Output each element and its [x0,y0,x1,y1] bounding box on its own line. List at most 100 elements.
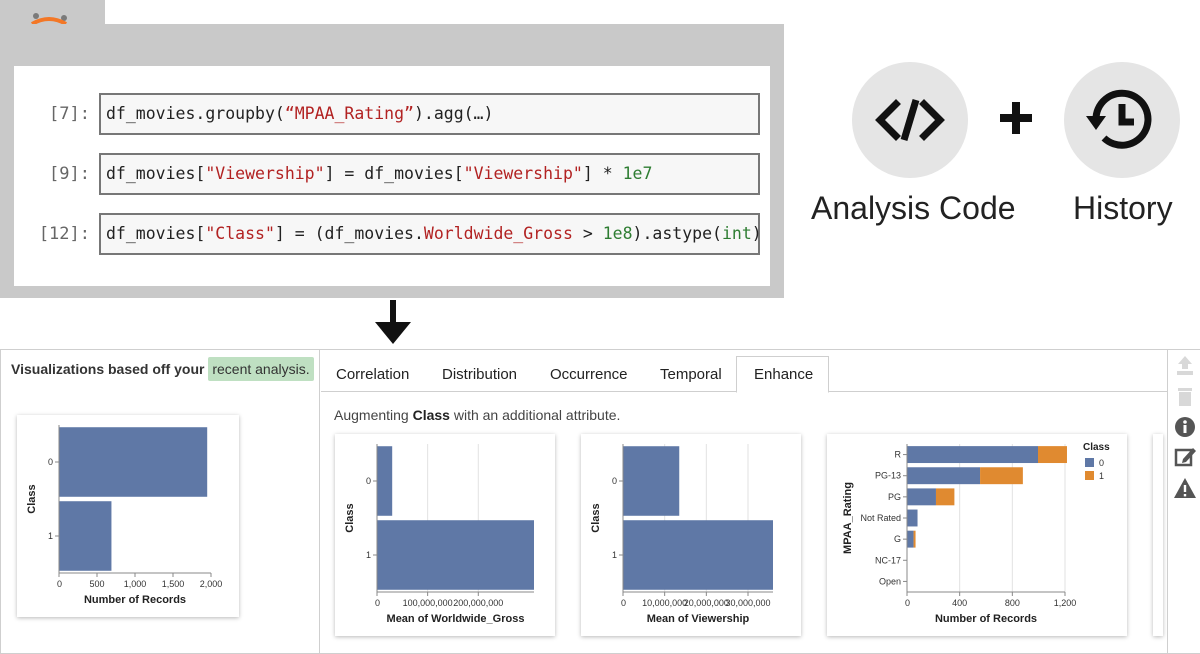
augment-suffix: with an additional attribute. [449,407,621,423]
delete-icon[interactable] [1173,385,1197,409]
x-axis-title: Mean of Worldwide_Gross [387,613,525,625]
x-tick-label: 200,000,000 [453,598,503,608]
x-tick-label: 800 [1005,598,1020,608]
plus-icon [1000,102,1032,134]
y-tick-label: PG-13 [875,471,901,481]
code-token: df_movies[ [106,164,206,183]
code-token: df_movies.groupby( [106,104,285,123]
y-tick-label: PG [888,492,901,502]
y-axis-title: Class [590,503,602,532]
bar-G-class-0 [907,530,914,548]
code-token: "Class" [205,224,275,243]
code-token: "Viewership" [205,164,325,183]
x-tick-label: 100,000,000 [403,598,453,608]
augment-prefix: Augmenting [334,407,413,423]
y-tick-label: R [895,450,902,460]
edit-icon[interactable] [1173,445,1197,469]
lux-widget: Visualizations based off your recent ana… [0,349,1200,654]
x-tick-label: 0 [57,579,62,589]
code-token: 1e7 [622,164,653,183]
export-icon[interactable] [1173,354,1197,378]
legend-label: 1 [1099,471,1104,481]
bar-PG-class-0 [907,488,936,506]
legend-swatch-1 [1085,471,1094,480]
notebook-body: [7]: df_movies.groupby(“MPAA_Rating”).ag… [14,66,770,286]
cell-code[interactable]: df_movies["Viewership"] = df_movies["Vie… [99,153,760,195]
x-tick-label: 1,000 [124,579,147,589]
x-tick-label: 10,000,000 [642,598,687,608]
y-tick-label: Not Rated [860,513,901,523]
x-tick-label: 0 [905,598,910,608]
info-icon[interactable] [1173,415,1197,439]
arrow-down-icon [375,300,411,344]
bar-PG-class-1 [935,488,955,506]
x-tick-label: 1,500 [162,579,185,589]
y-axis-title: MPAA_Rating [842,482,854,554]
code-token: ] = df_movies[ [324,164,464,183]
code-token: "Viewership" [463,164,583,183]
y-tick-label: 1 [48,531,53,541]
bar-0 [59,427,208,497]
legend-title: Class [1083,442,1110,453]
code-token: int [721,224,752,243]
x-tick-label: 1,200 [1054,598,1077,608]
next-chart-card[interactable] [1153,434,1163,636]
x-tick-label: 400 [952,598,967,608]
y-axis-title: Class [344,503,356,532]
side-toolbar [1167,350,1200,654]
cell-code[interactable]: df_movies["Class"] = (df_movies.Worldwid… [99,213,762,255]
bar-1 [59,501,112,571]
code-icon [875,98,945,142]
tab-bar: Correlation Distribution Occurrence Temp… [321,350,1167,393]
cell-code[interactable]: df_movies.groupby(“MPAA_Rating”).agg(…) [99,93,760,135]
tab-enhance[interactable]: Enhance [754,366,814,383]
history-icon [1086,89,1152,149]
code-token: ).agg(…) [413,104,494,123]
notebook-cell-7[interactable]: [7]: df_movies.groupby(“MPAA_Rating”).ag… [28,93,768,135]
history-label: History [1073,190,1173,226]
analysis-code-circle [852,62,968,178]
y-tick-label: Open [879,576,901,586]
tab-temporal[interactable]: Temporal [660,366,722,383]
notebook-cell-9[interactable]: [9]: df_movies["Viewership"] = df_movies… [28,153,768,195]
active-tab-outline [736,356,829,393]
y-tick-label: 0 [612,476,617,486]
cell-prompt: [12]: [38,224,90,244]
x-axis-title: Number of Records [84,594,186,606]
code-token: 1e8 [602,224,633,243]
code-token: ] = (df_movies. [274,224,424,243]
recent-analysis-title-text: Visualizations based off your [11,361,209,377]
bar-1 [623,520,773,590]
bar-G-class-1 [913,530,916,548]
warning-icon[interactable] [1173,476,1197,500]
analysis-code-label: Analysis Code [811,190,1016,226]
y-tick-label: 1 [366,550,371,560]
recent-analysis-pane: Visualizations based off your recent ana… [1,350,320,654]
tab-distribution[interactable]: Distribution [442,366,518,383]
x-tick-label: 0 [375,598,380,608]
code-token: Worldwide_Gross [423,224,573,243]
cell-prompt: [7]: [49,104,90,124]
y-tick-label: 1 [612,550,617,560]
y-tick-label: 0 [366,476,371,486]
notebook-cell-12[interactable]: [12]: df_movies["Class"] = (df_movies.Wo… [28,213,768,255]
bar-0 [623,446,680,516]
history-circle [1064,62,1180,178]
tab-occurrence[interactable]: Occurrence [550,366,628,383]
x-axis-title: Mean of Viewership [647,613,750,625]
y-tick-label: 0 [48,457,53,467]
tab-correlation[interactable]: Correlation [336,366,410,383]
code-token: ] * [582,164,623,183]
x-tick-label: 500 [89,579,104,589]
code-token: ).astype( [632,224,722,243]
y-tick-label: G [894,534,901,544]
y-axis-title: Class [26,484,38,513]
code-token: df_movies[ [106,224,206,243]
